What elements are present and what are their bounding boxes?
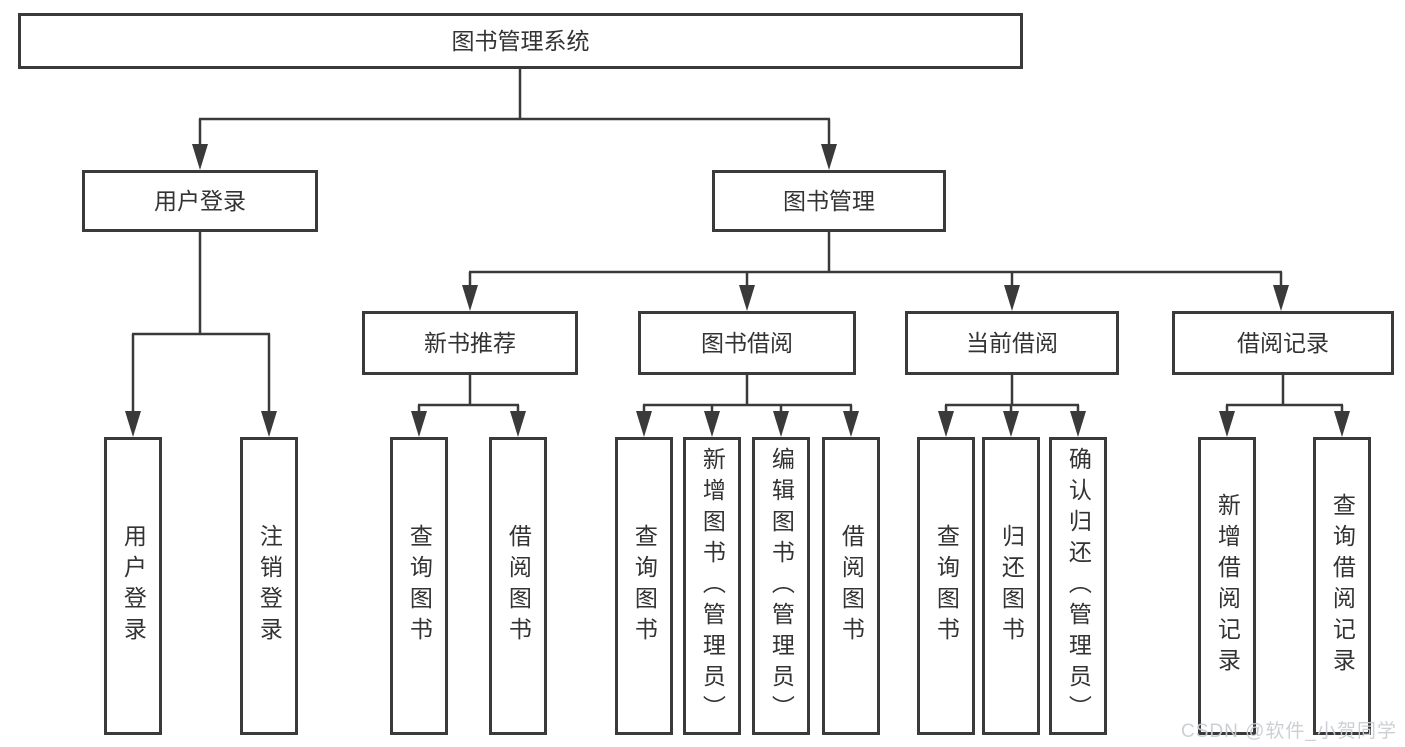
node-label: 图书管理系统 — [451, 27, 590, 54]
node-label: 查询借阅记录 — [1329, 493, 1356, 679]
leaf-user-login: 用户登录 — [104, 437, 162, 735]
arrowheads — [125, 144, 1350, 437]
node-label: 编辑图书（管理员） — [768, 446, 795, 726]
node-label: 借阅图书 — [838, 524, 865, 648]
csdn-watermark: CSDN @软件_小贺同学 — [1181, 721, 1397, 742]
leaf-query-borrow-record: 查询借阅记录 — [1313, 437, 1371, 735]
node-label: 图书管理 — [783, 187, 875, 214]
leaf-return-books: 归还图书 — [982, 437, 1040, 735]
node-book-borrow: 图书借阅 — [638, 311, 856, 375]
node-label: 确认归还（管理员） — [1065, 446, 1092, 726]
node-label: 借阅记录 — [1237, 329, 1329, 356]
leaf-add-borrow-record: 新增借阅记录 — [1198, 437, 1256, 735]
node-library-system: 图书管理系统 — [18, 13, 1023, 69]
leaf-query-books-1: 查询图书 — [390, 437, 448, 735]
leaf-query-books-3: 查询图书 — [917, 437, 975, 735]
node-book-management: 图书管理 — [712, 170, 946, 232]
leaf-borrow-books-1: 借阅图书 — [489, 437, 547, 735]
node-label: 图书借阅 — [701, 329, 793, 356]
node-label: 新增借阅记录 — [1214, 493, 1241, 679]
node-label: 查询图书 — [933, 524, 960, 648]
leaf-borrow-books-2: 借阅图书 — [822, 437, 880, 735]
leaf-add-books-admin: 新增图书（管理员） — [683, 437, 741, 735]
node-new-book-recommend: 新书推荐 — [362, 311, 578, 375]
node-label: 新增图书（管理员） — [699, 446, 726, 726]
leaf-confirm-return-admin: 确认归还（管理员） — [1049, 437, 1107, 735]
node-user-login: 用户登录 — [82, 170, 318, 232]
node-borrow-records: 借阅记录 — [1172, 311, 1394, 375]
node-label: 借阅图书 — [505, 524, 532, 648]
node-label: 注销登录 — [256, 524, 283, 648]
node-label: 用户登录 — [120, 524, 147, 648]
leaf-query-books-2: 查询图书 — [615, 437, 673, 735]
node-label: 查询图书 — [406, 524, 433, 648]
node-label: 新书推荐 — [424, 329, 516, 356]
node-label: 用户登录 — [154, 187, 246, 214]
node-label: 查询图书 — [631, 524, 658, 648]
node-label: 归还图书 — [998, 524, 1025, 648]
leaf-logout: 注销登录 — [240, 437, 298, 735]
node-current-borrow: 当前借阅 — [905, 311, 1119, 375]
leaf-edit-books-admin: 编辑图书（管理员） — [752, 437, 810, 735]
node-label: 当前借阅 — [966, 329, 1058, 356]
